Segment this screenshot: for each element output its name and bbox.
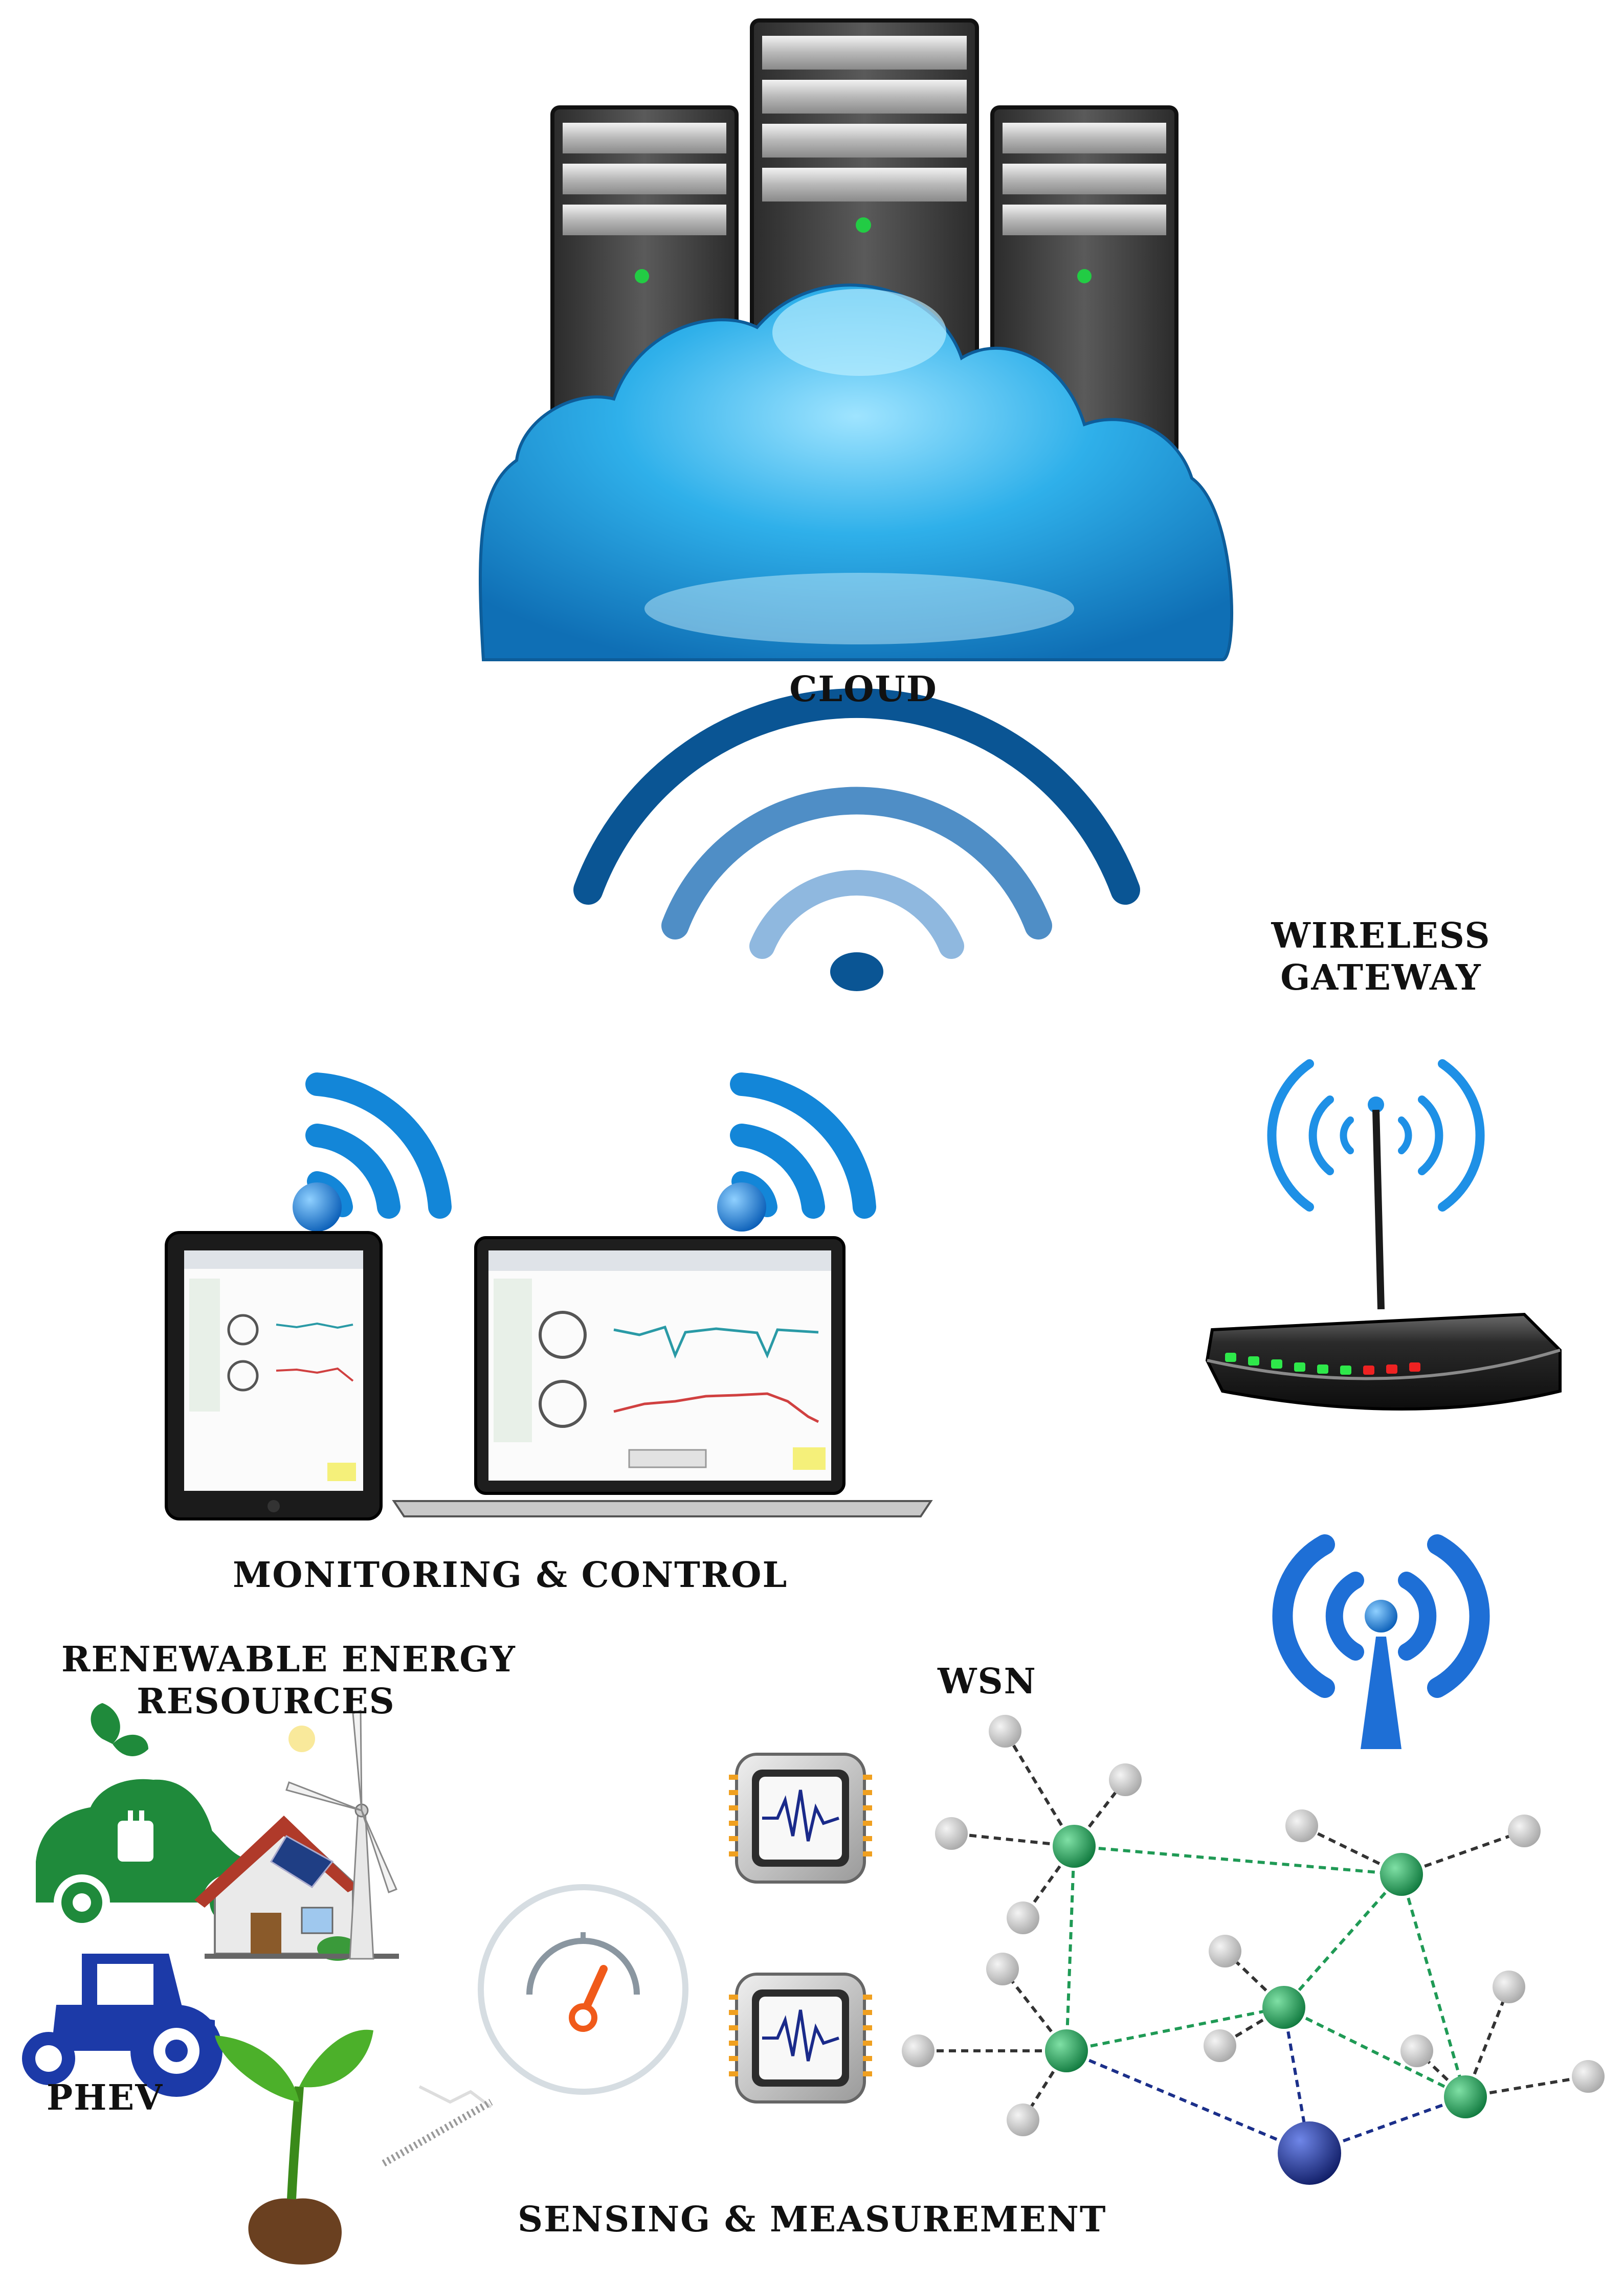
wireless-gateway-label-line2: GATEWAY [1280,957,1482,998]
plant-icon [215,2029,373,2265]
phev-label: PHEV [31,2077,179,2119]
cloud-icon [479,283,1233,661]
sensor-chip-icon [729,1753,872,2104]
tractor-icon [22,1954,223,2097]
tablet-wifi-dot [293,1182,342,1232]
wsn-network [902,1715,1605,2185]
renewable-energy-label: RENEWABLE ENERGY RESOURCES [61,1639,516,1722]
sensor-node-icon [902,1715,1605,2185]
gauge-icon [382,1884,688,2167]
renewable-energy-label-line1: RENEWABLE ENERGY [61,1639,516,1680]
wsn-links [918,1730,1589,2155]
cloud-label: CLOUD [761,669,966,711]
sensing-measurement-label-text: SENSING & MEASUREMENT [518,2199,1107,2240]
sensing-measurement-label: SENSING & MEASUREMENT [518,2199,1106,2241]
wsn-label-text: WSN [938,1661,1037,1702]
wind-turbine-icon [285,1709,397,1960]
router-icon [1205,1059,1562,1411]
wsn-label: WSN [921,1661,1054,1703]
wireless-gateway-label: WIRELESS GATEWAY [1238,915,1524,999]
tablet-icon [165,1231,383,1520]
phev-label-text: PHEV [47,2077,163,2118]
wireless-gateway-label-line1: WIRELESS [1271,915,1491,956]
monitoring-control-label-text: MONITORING & CONTROL [233,1555,788,1596]
laptop-wifi-icon [730,1072,876,1219]
monitoring-control-label: MONITORING & CONTROL [233,1555,788,1597]
renewable-energy-label-line2: RESOURCES [137,1681,395,1722]
laptop-icon [392,1236,933,1517]
wifi-icon [573,688,1140,991]
laptop-wifi-dot [717,1182,766,1232]
cloud-label-text: CLOUD [789,669,938,710]
house-icon [194,1726,399,1961]
antenna-icon [1272,1534,1490,1749]
tablet-wifi-icon [305,1072,452,1219]
